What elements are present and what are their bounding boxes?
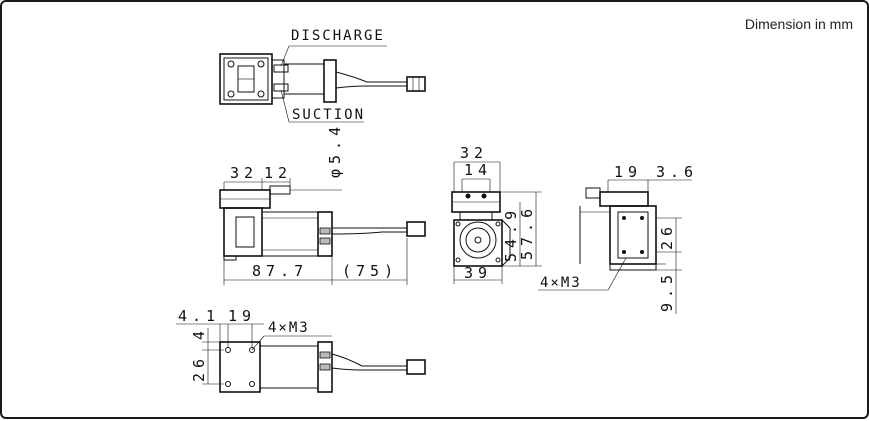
wire-bottom-lower — [331, 367, 407, 371]
bracket-end — [453, 219, 503, 267]
motor-end-cap-bottom — [317, 341, 333, 393]
front-view: 32 12 φ5.4 87.7 (75) — [219, 122, 426, 285]
dim-576: 57.6 — [518, 204, 536, 260]
bottom-view: 4.1 19 4 26 4×M3 — [176, 307, 426, 393]
dim-32-front: 32 — [230, 164, 258, 182]
wire-lower — [335, 85, 407, 89]
end-view: 32 14 54.9 57.6 39 4×M3 — [451, 144, 627, 291]
wire-bottom-upper — [331, 353, 407, 367]
dim-75: (75) — [342, 262, 398, 280]
wire-side-lower — [331, 231, 407, 235]
dim-95: 9.5 — [658, 270, 676, 312]
dim-39: 39 — [464, 264, 492, 282]
wire-upper — [335, 71, 407, 83]
dim-877: 87.7 — [252, 262, 308, 280]
dim-14-end: 14 — [464, 161, 492, 179]
port-right — [585, 187, 601, 199]
suction-port — [273, 83, 289, 92]
motor-face — [459, 221, 497, 259]
top-view: DISCHARGE SUCTION — [219, 28, 426, 123]
dim-4: 4 — [190, 326, 208, 340]
dim-26-bottom: 26 — [190, 354, 208, 382]
dim-19-right: 19 — [614, 163, 642, 181]
bracket-side — [223, 207, 263, 257]
motor-end-cap — [323, 59, 337, 103]
m3-label-bottom: 4×M3 — [268, 320, 310, 336]
dim-32-end: 32 — [460, 144, 488, 162]
connector-top — [406, 76, 426, 92]
side-view-right: 19 3.6 26 9.5 — [579, 163, 698, 314]
port-nipple-side — [269, 185, 291, 195]
discharge-port — [273, 64, 289, 73]
connector-side — [406, 221, 426, 237]
dim-41: 4.1 — [178, 307, 220, 325]
m3-label-end: 4×M3 — [540, 275, 582, 291]
head-right — [599, 191, 649, 207]
suction-label: SUCTION — [292, 107, 365, 123]
connector-bottom — [406, 359, 426, 375]
dim-549: 54.9 — [502, 206, 520, 262]
dim-26-right: 26 — [658, 222, 676, 250]
dim-phi54: φ5.4 — [326, 122, 344, 178]
unit-note: Dimension in mm — [744, 16, 853, 32]
motor-body-bottom — [259, 345, 319, 389]
motor-body-top — [283, 63, 325, 95]
dim-19-bottom: 19 — [228, 307, 256, 325]
discharge-label: DISCHARGE — [291, 28, 385, 44]
motor-body-side — [261, 211, 319, 257]
bracket-right — [609, 205, 657, 265]
dim-12-front: 12 — [264, 164, 292, 182]
dim-36: 3.6 — [656, 163, 698, 181]
